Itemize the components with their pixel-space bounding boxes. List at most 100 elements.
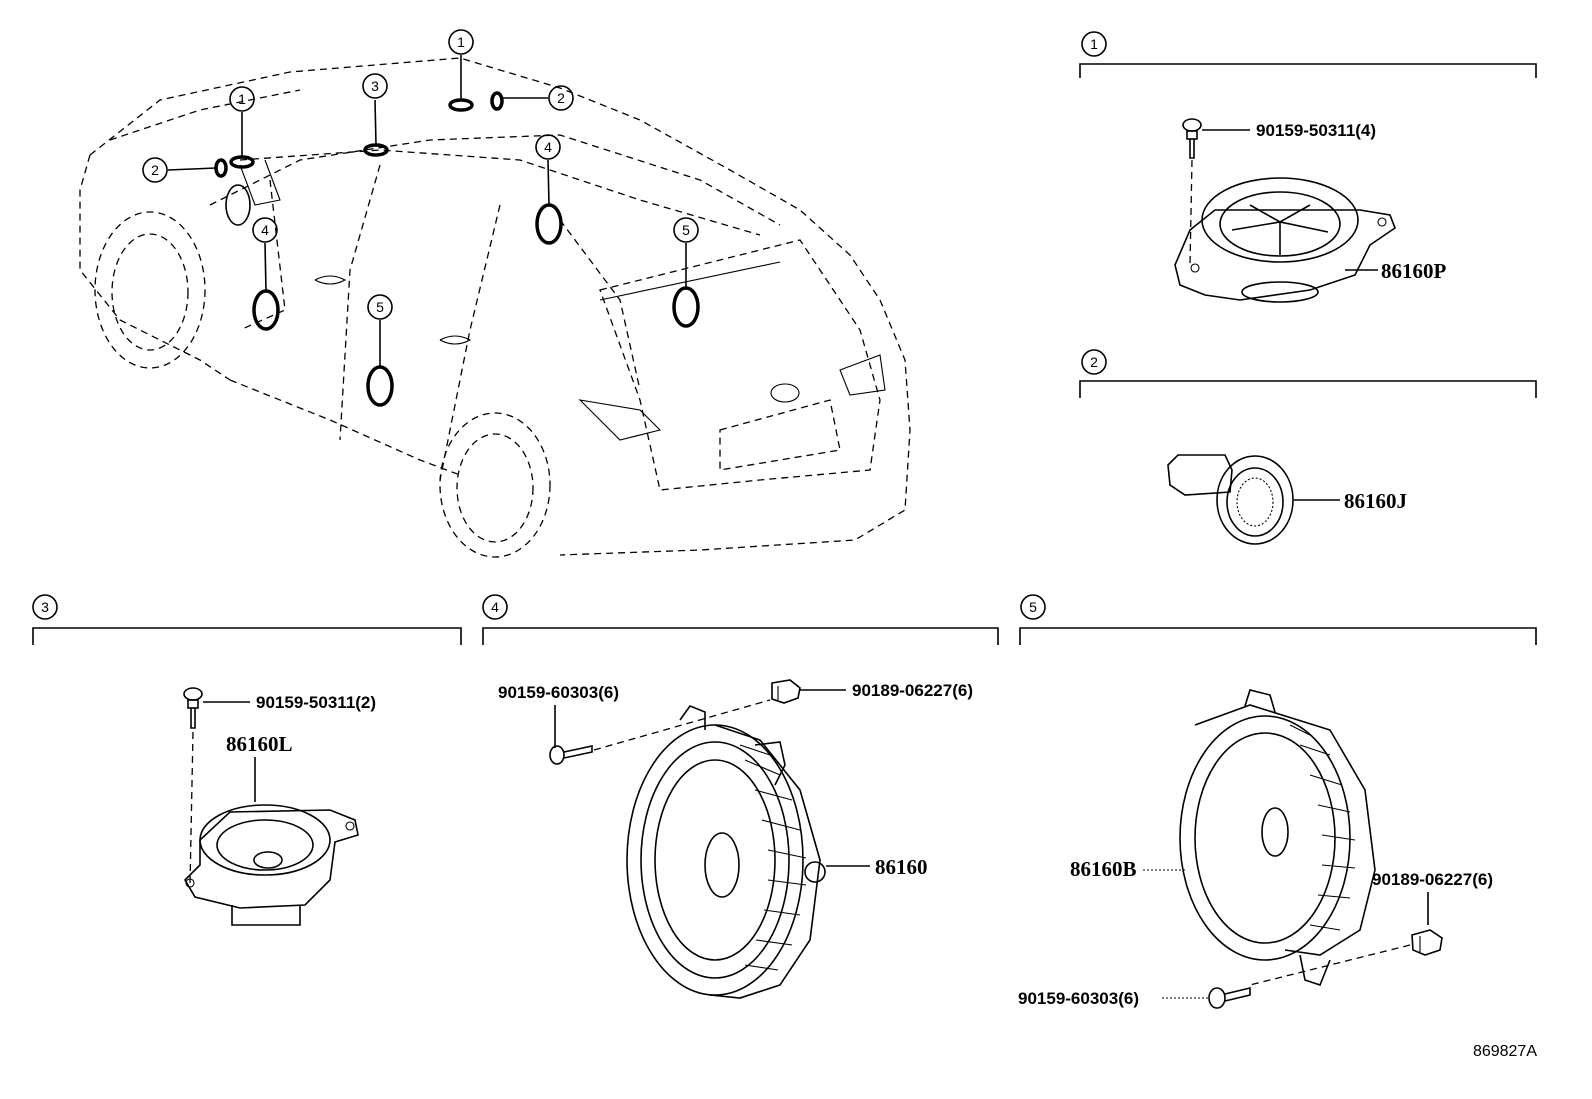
location-2-rear: [490, 91, 504, 111]
rear-pillar: [559, 219, 641, 391]
tail-light-left: [578, 399, 662, 441]
part-90189-06227-6-s5: 90189-06227(6): [1372, 870, 1493, 889]
clip-90189-06227-s4-icon: [771, 679, 801, 704]
svg-text:4: 4: [261, 222, 269, 238]
section-3-number: 3: [32, 594, 58, 620]
license-plate-area: [719, 399, 841, 471]
rear-hatch: [599, 239, 881, 491]
svg-text:4: 4: [544, 139, 552, 155]
location-4-front: [252, 289, 280, 331]
speaker-86160P-icon: [1174, 177, 1396, 303]
section-3-bracket: [32, 627, 462, 645]
svg-text:1: 1: [457, 34, 465, 50]
part-86160P: 86160P: [1381, 259, 1447, 283]
svg-text:3: 3: [371, 78, 379, 94]
part-86160B: 86160B: [1070, 857, 1137, 881]
location-2-front: [214, 158, 228, 178]
screw-alignment-s4: [593, 699, 771, 751]
svg-text:4: 4: [491, 599, 499, 615]
diagram-id: 869827A: [1473, 1043, 1537, 1060]
tail-light-right: [839, 354, 886, 396]
screw-90159-60303-s5-icon: [1208, 986, 1251, 1009]
section-2-bracket: [1079, 380, 1537, 398]
b-pillar: [339, 164, 381, 441]
leader-2-front: [167, 167, 217, 171]
svg-text:5: 5: [682, 222, 690, 238]
sill-outline: [229, 379, 461, 476]
bolt-3-alignment: [189, 731, 194, 886]
leader-4-rear: [547, 159, 550, 206]
speaker-86160L-icon: [183, 804, 359, 926]
speaker-86160J-icon: [1167, 454, 1294, 545]
section-2: 2 86160J: [1079, 349, 1537, 545]
callout-5-front: 5: [367, 294, 393, 320]
roof-outline: [89, 57, 911, 556]
callout-2-front: 2: [142, 157, 168, 183]
callout-2-rear: 2: [548, 85, 574, 111]
rear-spoiler-line: [599, 261, 781, 301]
speaker-86160B-icon: [1179, 689, 1376, 986]
svg-text:5: 5: [376, 299, 384, 315]
side-mirror: [225, 184, 251, 226]
rear-door-handle: [439, 335, 472, 345]
screw-alignment-s5: [1249, 944, 1411, 986]
leader-4-front: [264, 242, 267, 292]
front-wheel-inner: [111, 233, 189, 351]
section-5-number: 5: [1020, 594, 1046, 620]
svg-text:5: 5: [1029, 599, 1037, 615]
hood-line: [109, 89, 301, 141]
location-1-rear: [448, 98, 474, 112]
part-90159-60303-6-s5: 90159-60303(6): [1018, 989, 1139, 1008]
front-wheel: [94, 211, 206, 369]
callout-1-rear: 1: [448, 29, 474, 55]
c-pillar: [439, 204, 501, 481]
callout-1-front: 1: [229, 86, 255, 112]
part-90159-60303-6-s4: 90159-60303(6): [498, 683, 619, 702]
location-5-rear: [672, 286, 700, 328]
leader-3: [374, 99, 377, 146]
section-2-number: 2: [1081, 349, 1107, 375]
section-1-number: 1: [1081, 31, 1107, 57]
speaker-86160-icon: [626, 705, 826, 999]
location-4-rear: [535, 203, 563, 245]
part-90159-50311-2: 90159-50311(2): [256, 693, 376, 712]
callout-4-rear: 4: [535, 134, 561, 160]
section-4-number: 4: [482, 594, 508, 620]
section-1-bracket: [1079, 63, 1537, 78]
rear-wheel-inner: [456, 433, 534, 543]
screw-90159-60303-s4-icon: [549, 745, 593, 765]
part-86160: 86160: [875, 855, 928, 879]
front-door-handle: [314, 275, 347, 285]
vehicle-overview: 1 1 2 2 3 4 4 5 5: [79, 29, 911, 558]
section-5-bracket: [1019, 627, 1537, 645]
callout-3: 3: [362, 73, 388, 99]
svg-text:2: 2: [151, 162, 159, 178]
part-86160J: 86160J: [1344, 489, 1407, 513]
svg-text:3: 3: [41, 599, 49, 615]
callout-4-front: 4: [252, 217, 278, 243]
beltline: [209, 134, 781, 226]
rear-wheel: [439, 412, 551, 558]
section-3: 3 90159-50311(2) 86160L: [32, 594, 462, 926]
bolt-90159-50311-icon: [1182, 118, 1202, 159]
roof-rail: [239, 149, 761, 236]
svg-text:2: 2: [557, 90, 565, 106]
section-4: 4 90159-60303(6) 90189-06227(6) 86160: [482, 594, 999, 999]
rear-emblem: [770, 383, 800, 403]
section-5: 5 86160B 90189-06227(6) 90159-60303(6): [1018, 594, 1537, 1009]
svg-text:1: 1: [1090, 36, 1098, 52]
location-5-front: [366, 365, 394, 407]
bolt-1-alignment: [1189, 159, 1193, 266]
location-1-front: [229, 155, 255, 169]
section-1: 1 90159-50311(4) 86160P: [1079, 31, 1537, 303]
bolt-90159-50311-section3-icon: [183, 687, 203, 729]
callout-5-rear: 5: [673, 217, 699, 243]
part-86160L: 86160L: [226, 732, 293, 756]
svg-text:2: 2: [1090, 354, 1098, 370]
front-outline: [79, 154, 231, 381]
section-4-bracket: [482, 627, 999, 645]
part-90189-06227-6-s4: 90189-06227(6): [852, 681, 973, 700]
svg-text:1: 1: [238, 91, 246, 107]
